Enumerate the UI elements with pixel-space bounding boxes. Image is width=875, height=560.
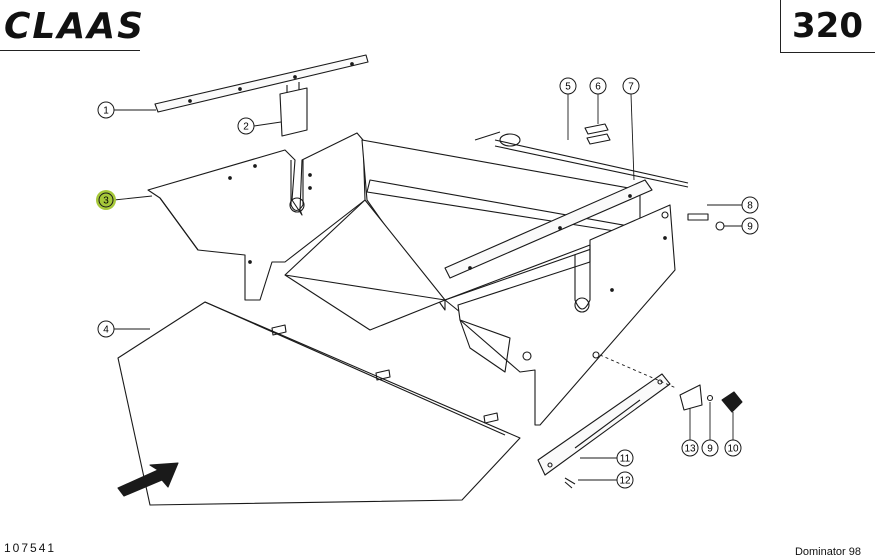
svg-text:9: 9	[747, 222, 753, 233]
pivot-bolt	[592, 351, 600, 359]
part-7-bar	[444, 179, 653, 279]
callout-2[interactable]: 2	[237, 117, 255, 135]
part-4-bottom-plate	[117, 301, 521, 506]
svg-text:1: 1	[103, 106, 109, 117]
callout-9-upper[interactable]: 9	[741, 217, 759, 235]
svg-text:10: 10	[727, 444, 739, 455]
svg-text:5: 5	[565, 82, 571, 93]
drawing-number: 107541	[4, 541, 57, 555]
svg-text:6: 6	[595, 82, 601, 93]
model-name: Dominator 98	[794, 546, 861, 558]
svg-text:12: 12	[619, 476, 631, 487]
svg-text:7: 7	[628, 82, 634, 93]
header-rule-right	[780, 52, 875, 53]
right-side-panel	[457, 204, 676, 426]
callout-9-lower[interactable]: 9	[701, 439, 719, 457]
svg-text:9: 9	[707, 444, 713, 455]
part-12-pin	[564, 477, 576, 489]
svg-text:3: 3	[103, 196, 109, 207]
central-tray	[284, 139, 641, 331]
header-rule	[0, 50, 140, 51]
callout-7[interactable]: 7	[622, 77, 640, 95]
callout-1[interactable]: 1	[97, 101, 115, 119]
callout-12[interactable]: 12	[616, 471, 634, 489]
part-11-bracket	[537, 373, 671, 476]
callout-8[interactable]: 8	[741, 196, 759, 214]
part-1-strip	[154, 54, 369, 113]
direction-arrow-icon	[117, 462, 179, 497]
callouts: 1 2 3 4 5 6 7 8	[96, 77, 759, 489]
svg-text:11: 11	[620, 454, 631, 465]
part-8-bolt	[687, 213, 725, 231]
callout-10[interactable]: 10	[724, 439, 742, 457]
page-number: 320	[792, 6, 863, 46]
callout-6[interactable]: 6	[589, 77, 607, 95]
leader-lines	[113, 93, 742, 481]
svg-text:4: 4	[103, 325, 109, 336]
part-6-clips	[584, 123, 611, 145]
part-2-plate	[279, 82, 308, 137]
svg-text:13: 13	[684, 444, 696, 455]
callout-13[interactable]: 13	[681, 439, 699, 457]
part-3-left-panel	[147, 132, 366, 301]
claas-logo: CLAAS	[4, 6, 146, 47]
header-rule-vertical	[780, 0, 781, 52]
callout-3-highlighted[interactable]: 3	[96, 190, 116, 210]
callout-5[interactable]: 5	[559, 77, 577, 95]
callout-4[interactable]: 4	[97, 320, 115, 338]
svg-text:8: 8	[747, 201, 753, 212]
part-5-rod	[474, 131, 689, 188]
svg-text:2: 2	[243, 122, 249, 133]
part-13-clip	[679, 384, 743, 413]
callout-11[interactable]: 11	[616, 449, 634, 467]
